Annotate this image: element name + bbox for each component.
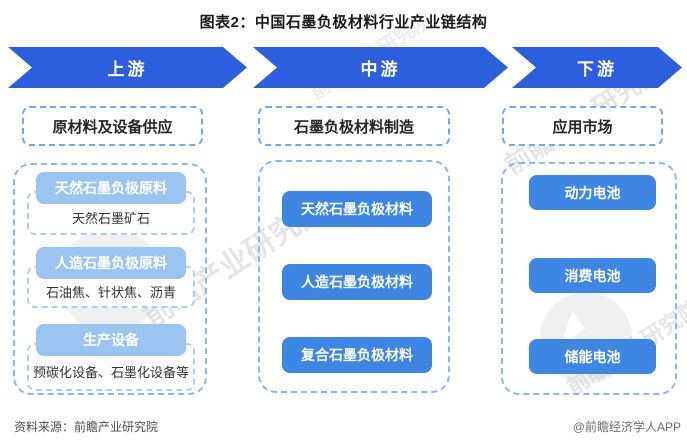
stage-arrow-upstream: 上游 <box>8 47 247 88</box>
column-header-raw-materials: 原材料及设备供应 <box>22 106 203 146</box>
group-header-artificial-graphite-raw: 人造石墨负极原料 <box>36 247 186 279</box>
item-composite-graphite-anode-material: 复合石墨负极材料 <box>282 337 432 373</box>
item-consumer-battery: 消费电池 <box>529 258 656 293</box>
column-header-manufacturing-label: 石墨负极材料制造 <box>293 118 414 136</box>
stage-arrow-downstream-label: 下游 <box>577 60 617 79</box>
column-header-manufacturing: 石墨负极材料制造 <box>258 106 450 146</box>
stage-arrow-midstream: 中游 <box>253 47 508 88</box>
credit-note: @前瞻经济学人APP <box>572 420 681 434</box>
downstream-container: 动力电池 消费电池 储能电池 <box>501 162 677 395</box>
item-artificial-graphite-anode-material: 人造石墨负极材料 <box>282 264 432 300</box>
group-detail-natural-graphite-raw-text: 天然石墨矿石 <box>71 211 150 227</box>
item-natural-graphite-anode-material: 天然石墨负极材料 <box>282 191 432 227</box>
item-power-battery: 动力电池 <box>529 175 656 210</box>
stage-arrow-upstream-label: 上游 <box>107 60 148 79</box>
midstream-container: 天然石墨负极材料 人造石墨负极材料 复合石墨负极材料 <box>258 160 450 393</box>
upstream-container: 天然石墨负极原料 天然石墨矿石 人造石墨负极原料 石油焦、针状焦、沥青 生产设备… <box>13 163 207 395</box>
stage-arrow-downstream: 下游 <box>512 47 682 88</box>
column-header-raw-materials-label: 原材料及设备供应 <box>52 118 173 136</box>
group-header-natural-graphite-raw: 天然石墨负极原料 <box>36 172 186 204</box>
column-header-application-market-label: 应用市场 <box>552 118 613 136</box>
item-energy-storage-battery: 储能电池 <box>529 339 656 374</box>
page-title: 图表2：中国石墨负极材料行业产业链结构 <box>199 14 488 31</box>
source-note: 资料来源：前瞻产业研究院 <box>14 420 159 434</box>
stage-arrow-midstream-label: 中游 <box>360 60 401 79</box>
group-header-production-equipment: 生产设备 <box>36 324 186 356</box>
group-detail-production-equipment-text: 预碳化设备、石墨化设备等 <box>33 365 190 381</box>
column-header-application-market: 应用市场 <box>502 106 663 146</box>
group-detail-artificial-graphite-raw-text: 石油焦、针状焦、沥青 <box>45 285 176 301</box>
